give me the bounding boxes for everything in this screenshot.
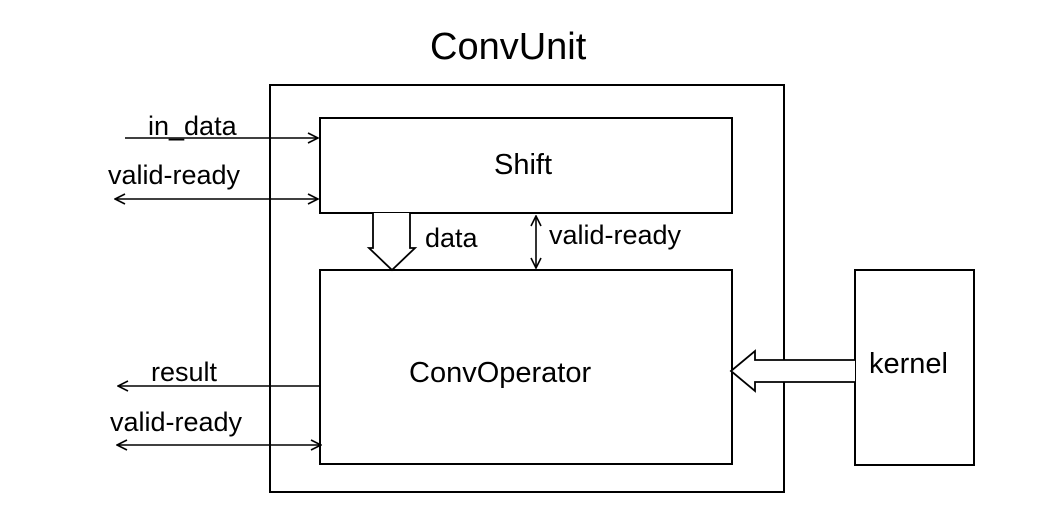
- result-label: result: [151, 357, 218, 387]
- conv-operator-label: ConvOperator: [409, 357, 592, 389]
- in-data-label: in_data: [148, 111, 237, 141]
- diagram-title: ConvUnit: [430, 26, 587, 68]
- data-block-arrow: [366, 213, 418, 272]
- convunit-container: [269, 84, 785, 493]
- shift-block: [319, 117, 733, 214]
- conv-operator-block: [319, 269, 733, 465]
- shift-label: Shift: [494, 149, 553, 181]
- shift-valid-ready-label: valid-ready: [108, 160, 241, 190]
- internal-valid-ready-label: valid-ready: [549, 220, 682, 250]
- kernel-label: kernel: [869, 348, 948, 380]
- kernel-block-arrow: [729, 349, 855, 393]
- data-label: data: [425, 223, 478, 253]
- output-valid-ready-label: valid-ready: [110, 407, 243, 437]
